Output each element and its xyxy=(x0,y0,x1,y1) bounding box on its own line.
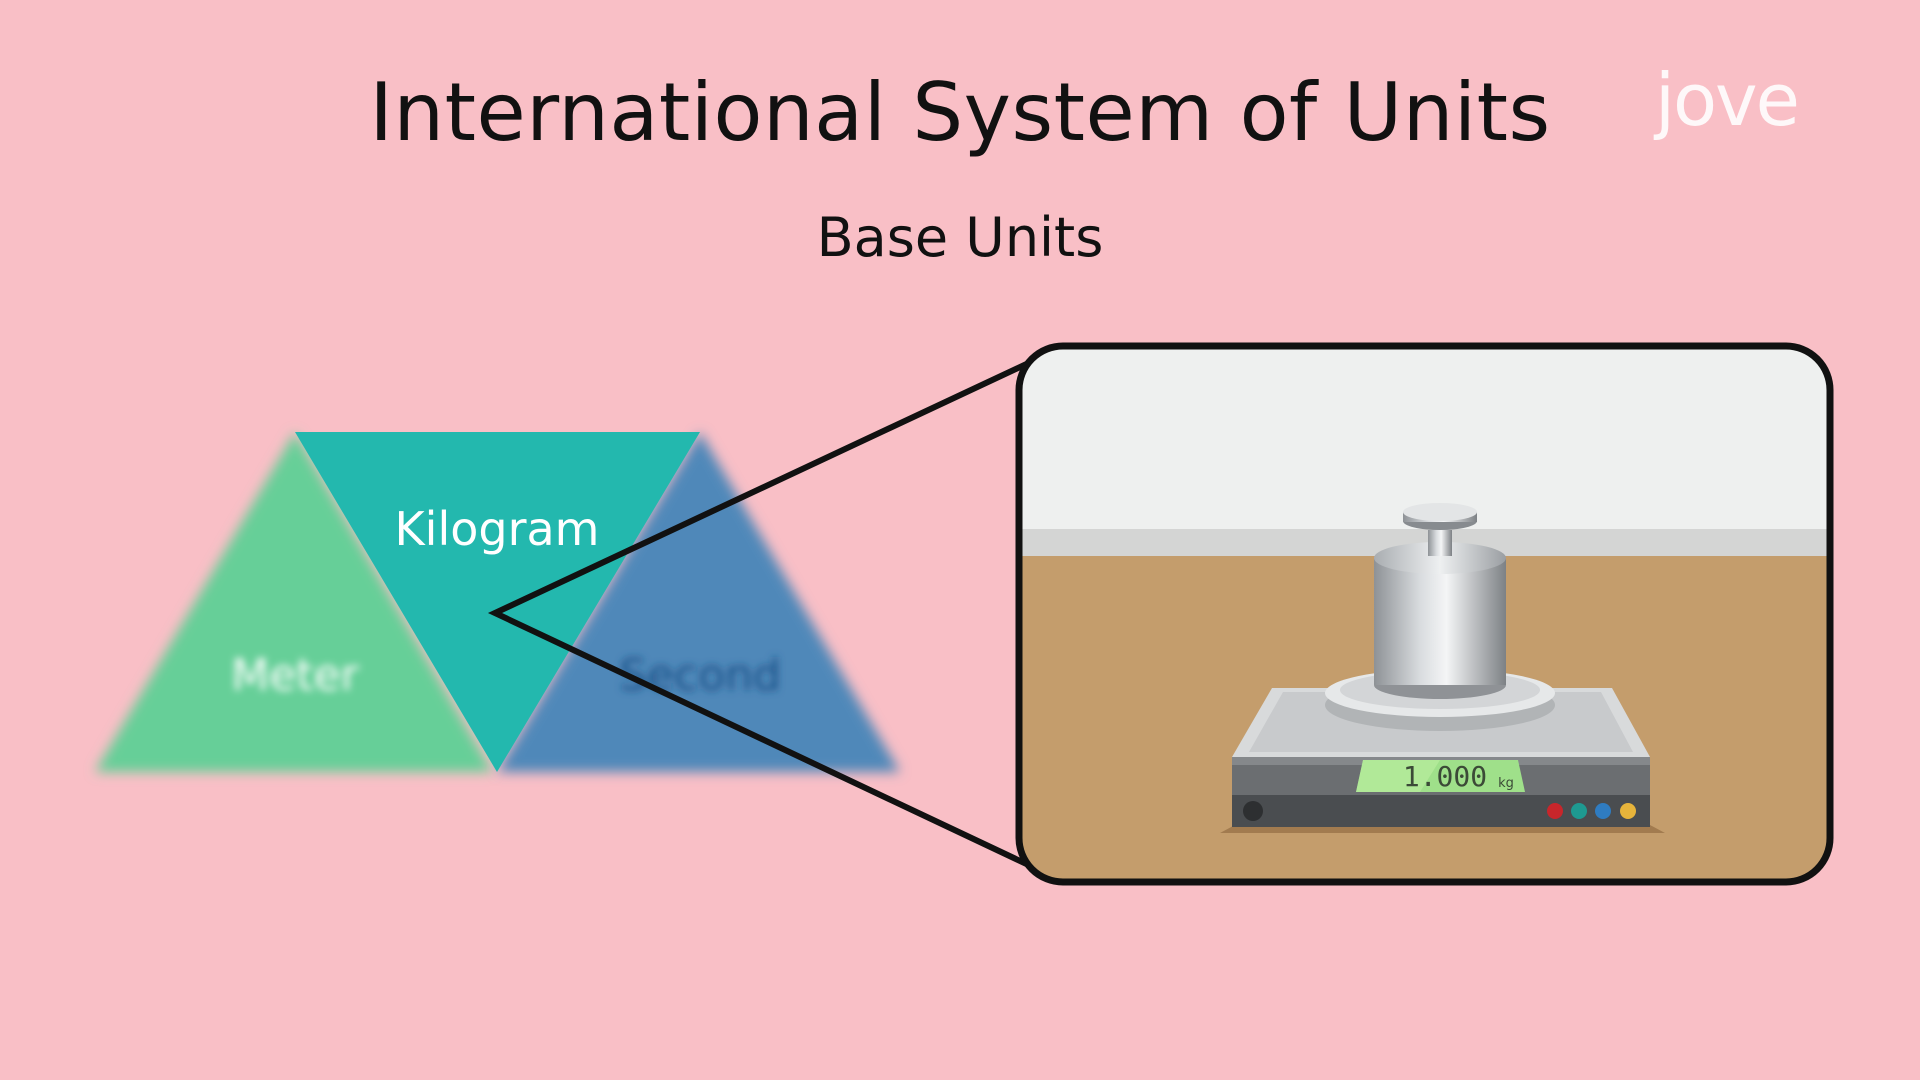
blue-button xyxy=(1595,803,1611,819)
jove-logo: jove xyxy=(1655,58,1800,142)
unit-triangles: Meter Second Kilogram xyxy=(95,432,900,772)
yellow-button xyxy=(1620,803,1636,819)
power-button xyxy=(1243,801,1263,821)
meter-triangle xyxy=(95,432,493,772)
kilogram-weight-icon xyxy=(1374,503,1506,699)
scale-reading: 1.000 xyxy=(1403,760,1487,793)
callout-lines xyxy=(487,357,1037,871)
page-title: International System of Units xyxy=(369,66,1551,159)
kilogram-label: Kilogram xyxy=(395,502,600,556)
second-triangle xyxy=(497,432,900,772)
teal-button xyxy=(1571,803,1587,819)
page-subtitle: Base Units xyxy=(816,206,1104,269)
meter-label: Meter xyxy=(231,650,359,701)
scale-illustration-panel: 1.000 kg xyxy=(1015,342,1834,886)
scale-display: 1.000 kg xyxy=(1356,760,1525,793)
second-label: Second xyxy=(619,650,781,701)
red-button xyxy=(1547,803,1563,819)
scale-unit: kg xyxy=(1498,776,1514,791)
kilogram-triangle xyxy=(295,432,700,772)
